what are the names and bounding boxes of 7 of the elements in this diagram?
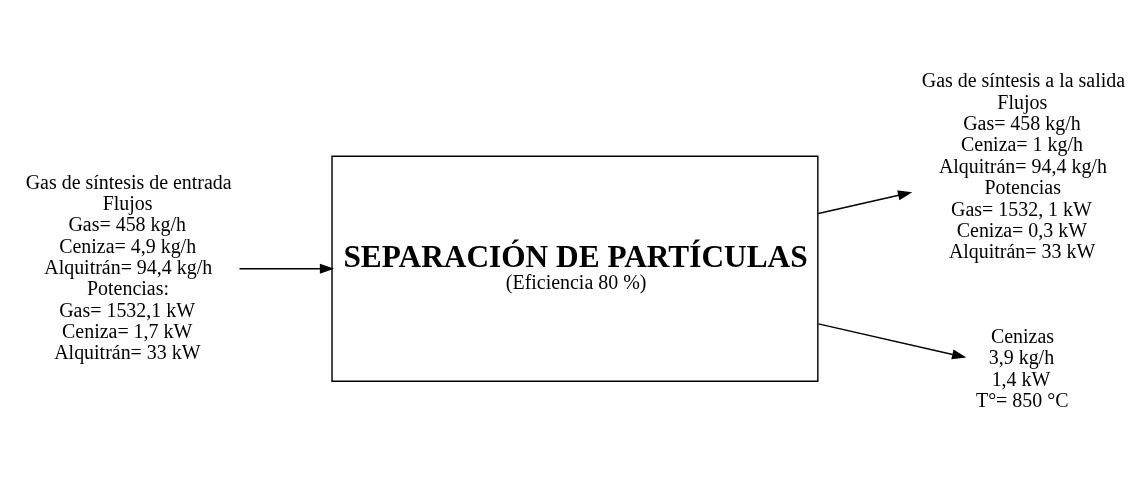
- arrow: [238, 263, 335, 274]
- arrow: [817, 189, 913, 214]
- arrow: [817, 322, 967, 359]
- node-box: SEPARACIÓN DE PARTÍCULAS (Eficiencia 80 %): [331, 154, 819, 382]
- node-text: Cenizas 3,9 kg/h 1,4 kW T°= 850 °C: [975, 324, 1069, 411]
- node-text: Gas de síntesis a la salida Flujos Gas= 458 kg/h Ceniza= 1 kg/h Alquitrán= 94,4 kg/h Potencias Gas= 1532, 1 kW Ceniza= 0,3 kW Alquitrán= 33 kW: [921, 68, 1126, 262]
- node-text: Gas de síntesis de entrada Flujos Gas= 458 kg/h Ceniza= 4,9 kg/h Alquitrán= 94,4 kg/h Potencias: Gas= 1532,1 kW Ceniza= 1,7 kW Alquitrán= 33 kW: [25, 170, 232, 363]
